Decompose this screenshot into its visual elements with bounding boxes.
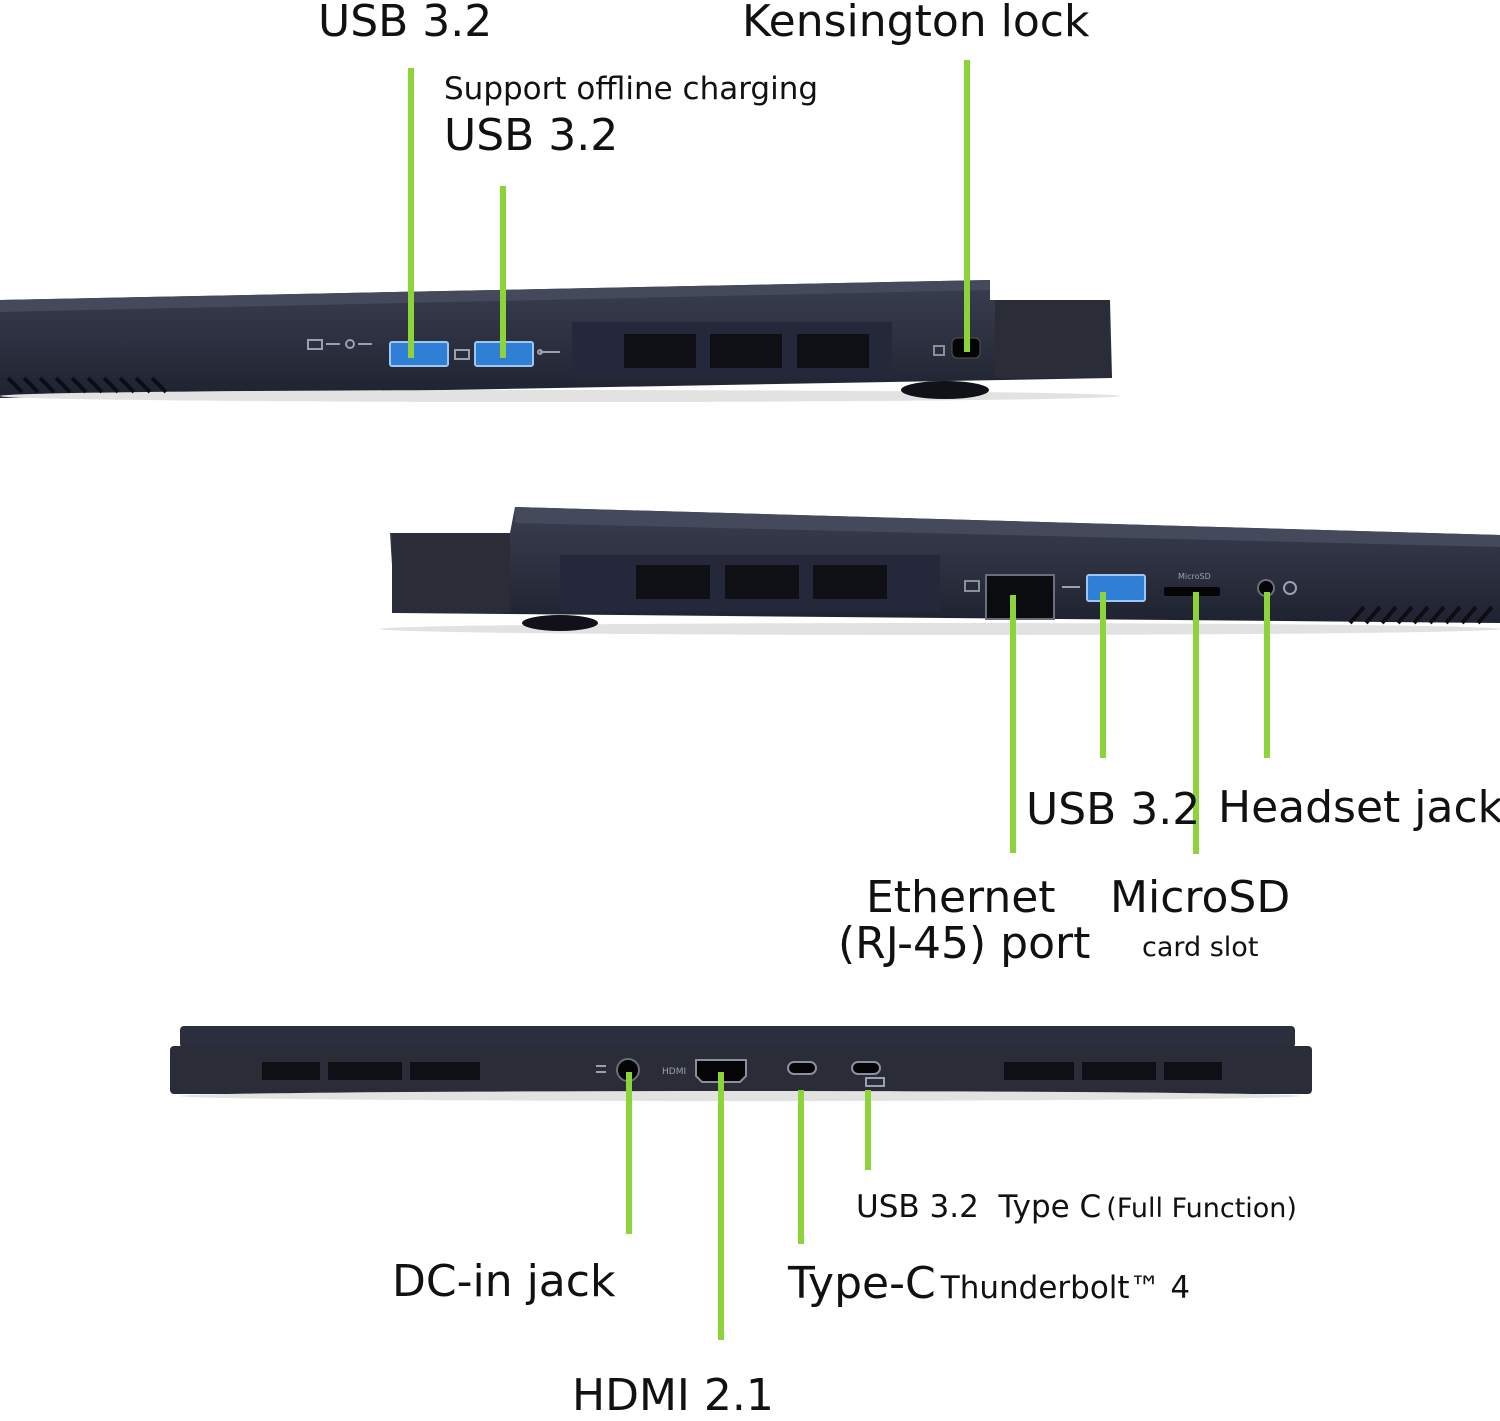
ethernet-port	[985, 574, 1055, 620]
label-usb-a-1: USB 3.2	[318, 0, 493, 47]
thunderbolt-port	[787, 1061, 817, 1075]
label-usb-c-full-function: USB 3.2 Type C (Full Function)	[856, 1192, 1297, 1223]
rubber-foot-right	[522, 615, 598, 631]
lock-icon	[933, 345, 945, 356]
leader-headset	[1264, 592, 1270, 758]
microsd-slot	[1164, 587, 1220, 596]
right-side-view: MicroSD	[380, 507, 1500, 635]
leader-usb-a-right	[1100, 592, 1106, 758]
usb-icon	[537, 349, 560, 355]
headset-icon	[1283, 581, 1297, 595]
leader-usb-c	[865, 1090, 871, 1170]
label-typec-main: Type-C	[788, 1258, 936, 1309]
usb-c-port	[851, 1061, 881, 1075]
label-typec-note: Thunderbolt™ 4	[940, 1270, 1191, 1306]
vent-left-edge	[6, 376, 168, 394]
vent-right-edge	[1348, 605, 1494, 625]
usb-a-port-1	[389, 341, 449, 367]
left-side-view	[0, 280, 1120, 402]
network-icon	[964, 580, 980, 592]
usb-c-icon	[865, 1077, 885, 1087]
rear-view: HDMI	[170, 1026, 1312, 1101]
vent-rear-right	[1004, 1062, 1222, 1080]
label-headset-jack: Headset jack	[1218, 782, 1500, 833]
usb-charge-icon	[454, 349, 470, 360]
label-offline-charging-note: Support offline charging	[444, 71, 819, 107]
hdmi-icon-text: HDMI	[662, 1067, 686, 1077]
leader-usb-a-2	[500, 186, 506, 358]
label-dc-in-jack: DC-in jack	[392, 1256, 616, 1307]
leader-usb-a-1	[408, 68, 414, 358]
rubber-foot-left	[901, 381, 989, 399]
label-ethernet-line1: Ethernet	[866, 872, 1056, 923]
label-usb-a-2: USB 3.2	[444, 110, 619, 161]
vent-grille-left	[572, 322, 892, 378]
hdmi-port	[695, 1059, 747, 1083]
label-usb-c-note: (Full Function)	[1106, 1193, 1297, 1224]
label-microsd-line1: MicroSD	[1110, 872, 1291, 923]
usb-a-port-right	[1086, 574, 1146, 602]
vent-grille-right	[560, 555, 940, 611]
label-kensington-lock: Kensington lock	[742, 0, 1090, 47]
label-ethernet-line2: (RJ-45) port	[838, 918, 1091, 969]
leader-microsd	[1193, 592, 1199, 854]
dc-icon	[596, 1065, 606, 1073]
label-usb-a-right: USB 3.2	[1026, 784, 1201, 835]
leader-hdmi	[718, 1072, 724, 1340]
label-hdmi: HDMI 2.1	[572, 1370, 774, 1421]
label-typec-thunderbolt: Type-C Thunderbolt™ 4	[788, 1262, 1190, 1306]
status-led-icons	[307, 339, 372, 350]
label-usb-c-main: USB 3.2 Type C	[856, 1189, 1102, 1225]
leader-ethernet	[1010, 595, 1016, 853]
label-microsd-line2: card slot	[1142, 932, 1259, 963]
leader-thunderbolt	[798, 1090, 804, 1244]
leader-kensington	[964, 60, 970, 352]
microsd-icon-text: MicroSD	[1178, 572, 1211, 581]
vent-rear-left	[262, 1062, 480, 1080]
leader-dc-in	[626, 1072, 632, 1234]
